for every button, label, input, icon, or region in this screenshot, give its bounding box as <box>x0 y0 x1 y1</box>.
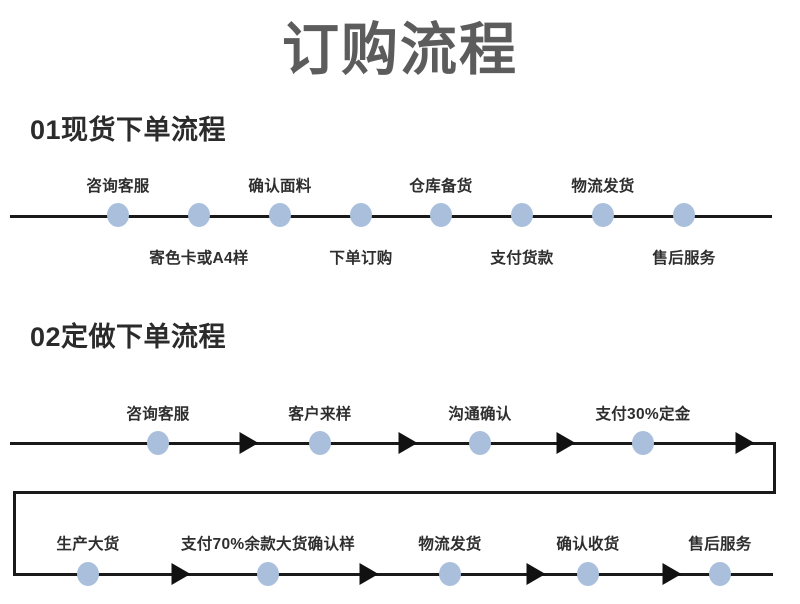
section-heading-01: 01现货下单流程 <box>30 115 227 145</box>
flow-node-label: 仓库备货 <box>409 178 473 195</box>
flow-node-label: 售后服务 <box>652 250 716 267</box>
timeline-axis-02-row2 <box>13 573 773 576</box>
flow-node-dot[interactable] <box>439 562 461 586</box>
flow-node-dot[interactable] <box>269 203 291 227</box>
flow-diagram-01: 咨询客服 确认面料 仓库备货 物流发货 寄色卡或A4样 下单订购 支付货款 售后… <box>0 150 800 280</box>
flow-node-label: 咨询客服 <box>126 406 190 423</box>
arrow-right-icon <box>239 432 259 454</box>
flow-diagram-02: 咨询客服 客户来样 沟通确认 支付30%定金 生产大货 支付70%余款大货确认样… <box>0 380 800 604</box>
flow-node-dot[interactable] <box>107 203 129 227</box>
flow-node-dot[interactable] <box>77 562 99 586</box>
flow-node-dot[interactable] <box>430 203 452 227</box>
flow-node-dot[interactable] <box>309 431 331 455</box>
arrow-right-icon <box>171 563 191 585</box>
flow-node-dot[interactable] <box>511 203 533 227</box>
flow-node-label: 售后服务 <box>688 536 752 553</box>
timeline-axis-01 <box>10 215 772 218</box>
arrow-right-icon <box>735 432 755 454</box>
snake-connector-middle <box>13 491 776 494</box>
flow-node-dot[interactable] <box>673 203 695 227</box>
flow-node-label: 生产大货 <box>56 536 120 553</box>
arrow-right-icon <box>662 563 682 585</box>
flow-node-label: 下单订购 <box>329 250 393 267</box>
flow-node-label: 咨询客服 <box>86 178 150 195</box>
flow-node-label: 沟通确认 <box>448 406 512 423</box>
snake-connector-right <box>773 442 776 494</box>
flow-node-label: 客户来样 <box>288 406 352 423</box>
flow-node-dot[interactable] <box>350 203 372 227</box>
flow-node-label: 支付货款 <box>490 250 554 267</box>
flow-node-label: 确认收货 <box>556 536 620 553</box>
timeline-axis-02-row1 <box>10 442 776 445</box>
section-heading-02: 02定做下单流程 <box>30 322 227 352</box>
flow-node-label: 寄色卡或A4样 <box>149 250 249 267</box>
flow-node-label: 确认面料 <box>248 178 312 195</box>
arrow-right-icon <box>359 563 379 585</box>
flow-node-dot[interactable] <box>592 203 614 227</box>
flow-node-dot[interactable] <box>147 431 169 455</box>
page-title: 订购流程 <box>282 18 518 82</box>
flow-node-label: 支付70%余款大货确认样 <box>180 536 356 553</box>
flow-node-dot[interactable] <box>257 562 279 586</box>
arrow-right-icon <box>526 563 546 585</box>
arrow-right-icon <box>398 432 418 454</box>
flow-node-dot[interactable] <box>632 431 654 455</box>
flow-node-dot[interactable] <box>709 562 731 586</box>
flow-node-dot[interactable] <box>188 203 210 227</box>
flow-node-label: 物流发货 <box>418 536 482 553</box>
flow-node-label: 物流发货 <box>571 178 635 195</box>
flow-node-dot[interactable] <box>577 562 599 586</box>
arrow-right-icon <box>556 432 576 454</box>
flow-node-dot[interactable] <box>469 431 491 455</box>
flow-node-label: 支付30%定金 <box>595 406 691 423</box>
snake-connector-left <box>13 491 16 576</box>
